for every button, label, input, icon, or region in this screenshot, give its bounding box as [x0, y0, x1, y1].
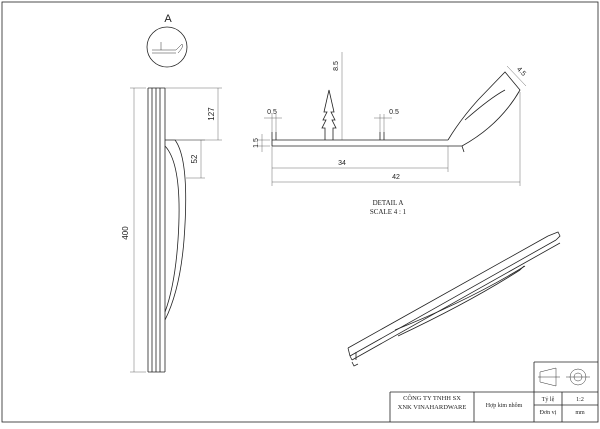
detail-a-label: A [164, 13, 172, 25]
side-view: 400 127 52 [121, 87, 222, 373]
handle-52-dimension [175, 139, 205, 179]
offset-127-value: 127 [207, 107, 216, 121]
detail-caption-scale: SCALE 4 : 1 [370, 208, 407, 216]
inner-width-dimension [271, 146, 449, 186]
detail-caption-title: DETAIL A [373, 199, 404, 207]
detail-a-profile-icon [152, 42, 183, 54]
isometric-view [347, 231, 561, 367]
fin-height-value: 8.5 [333, 61, 340, 71]
section-profile [271, 71, 521, 153]
detail-a-circle [146, 26, 188, 68]
company-name-line1: CÔNG TY TNHH SX [403, 394, 461, 402]
title-block: CÔNG TY TNHH SX XNK VINAHARDWARE Hợp kim… [389, 361, 598, 422]
detail-a-section: 8.5 0.5 0.5 1.5 34 [253, 52, 527, 216]
inner-width-value: 34 [338, 160, 346, 167]
overall-width-dimension [272, 92, 521, 186]
base-thick-value: 1.5 [253, 138, 260, 148]
overall-width-value: 42 [392, 174, 400, 181]
scale-value: 1:2 [576, 397, 584, 403]
unit-value: mm [575, 410, 585, 416]
company-name-line2: XNK VINAHARDWARE [398, 404, 467, 411]
length-dimension [130, 87, 146, 373]
lip-dimension [506, 65, 527, 87]
unit-label: Đơn vị [540, 410, 557, 416]
slot-left-dimension [264, 114, 282, 132]
handle-52-value: 52 [190, 154, 199, 163]
base-thick-dimension [258, 134, 270, 152]
lip-value: 4.5 [515, 66, 527, 78]
projection-symbol-icon [538, 367, 590, 387]
slot-right-dimension [374, 114, 392, 132]
slot-left-value: 0.5 [267, 109, 277, 116]
material-label: Hợp kim nhôm [486, 403, 523, 409]
length-value: 400 [121, 226, 130, 240]
scale-label: Tỷ lệ [542, 397, 555, 403]
slot-right-value: 0.5 [389, 109, 399, 116]
detail-a-marker: A [146, 13, 188, 68]
